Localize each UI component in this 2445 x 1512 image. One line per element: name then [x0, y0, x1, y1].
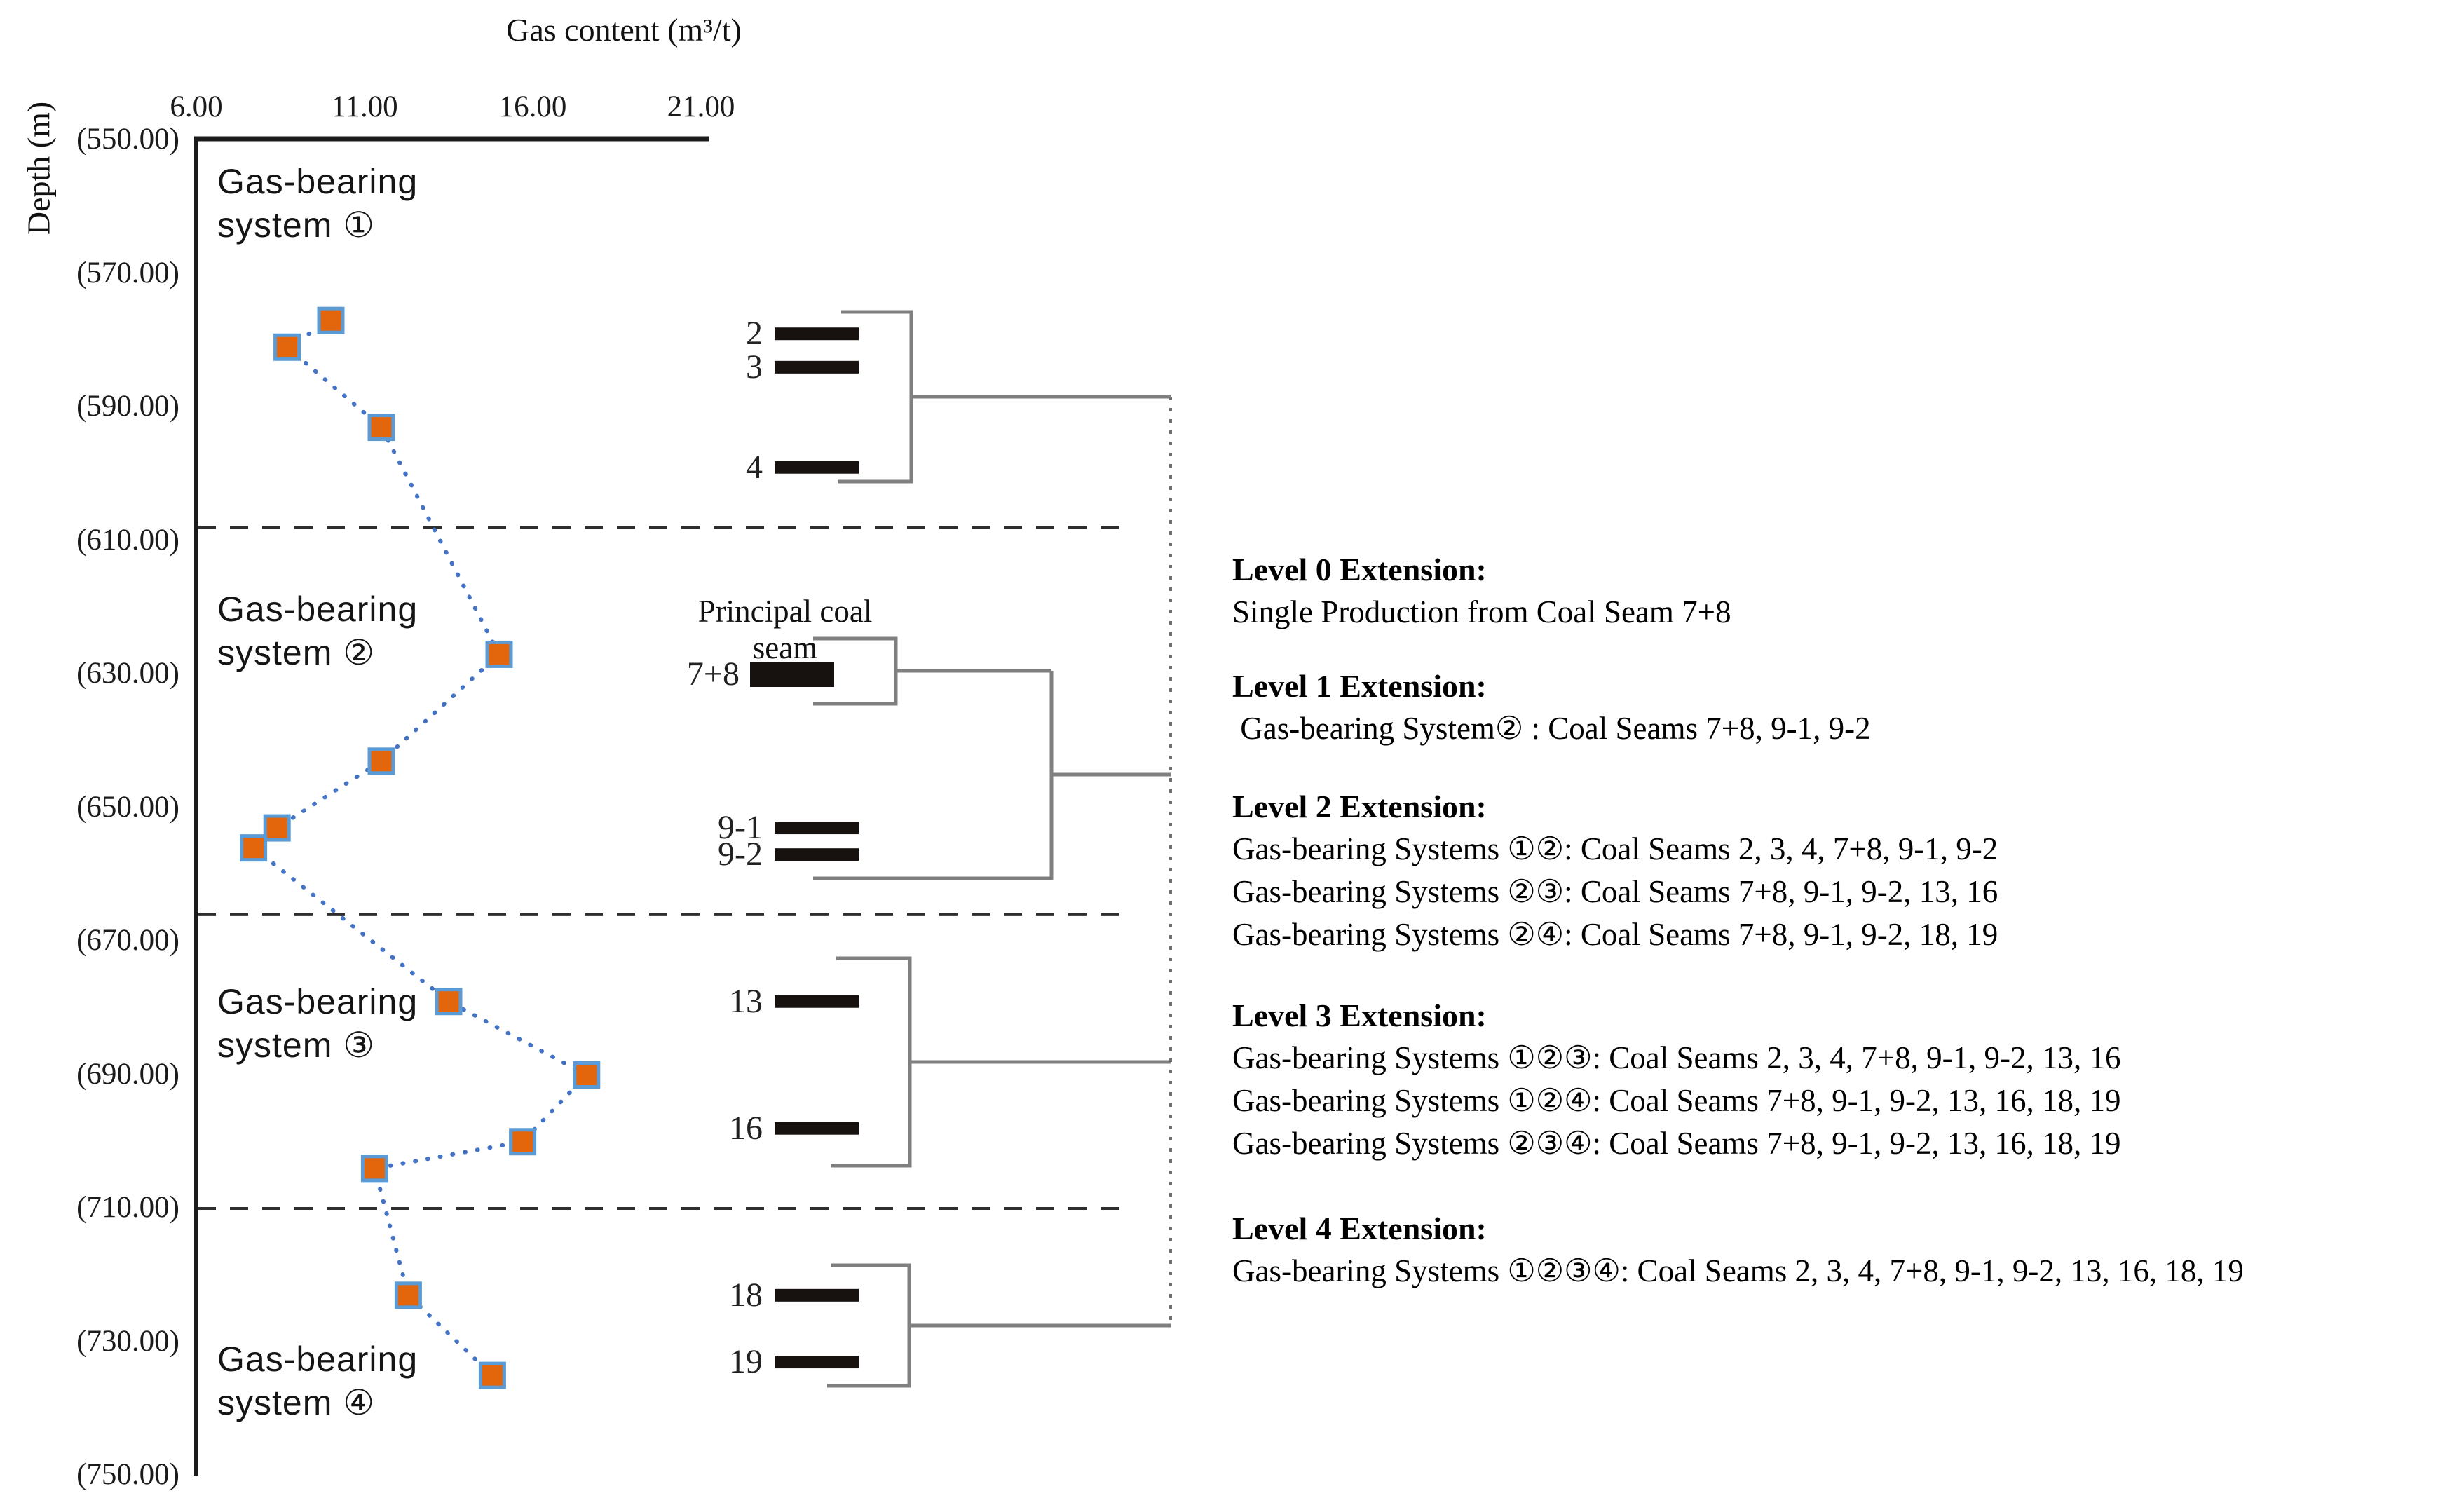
data-point-marker	[509, 1128, 537, 1156]
coal-seam-label-4: 4	[746, 448, 763, 486]
data-point-marker	[485, 640, 513, 668]
extension-note-heading: Level 2 Extension:	[1232, 789, 1487, 824]
extension-note-level-3: Level 3 Extension: Gas-bearing Systems ①②…	[1232, 994, 2424, 1165]
system-label-line2: system ①	[217, 205, 376, 245]
y-tick-label: (750.00)	[76, 1458, 179, 1491]
data-point-marker	[435, 988, 463, 1016]
coal-seam-bar	[775, 1122, 859, 1135]
data-point-marker	[263, 814, 291, 842]
y-tick-label: (570.00)	[76, 256, 179, 290]
data-point-marker	[394, 1281, 422, 1309]
coal-seam-label-7+8: 7+8	[686, 655, 740, 693]
gas-bearing-system-label-4: Gas-bearing system ④	[217, 1337, 610, 1424]
y-tick-label: (590.00)	[76, 390, 179, 423]
x-axis-title: Gas content (m³/t)	[506, 12, 742, 48]
extension-note-line: Gas-bearing Systems ②③④: Coal Seams 7+8,…	[1232, 1126, 2121, 1161]
extension-note-heading: Level 0 Extension:	[1232, 552, 1487, 587]
extension-note-level-2: Level 2 Extension: Gas-bearing Systems ①②…	[1232, 785, 2424, 956]
extension-note-line: Gas-bearing Systems ②③: Coal Seams 7+8, …	[1232, 874, 1998, 909]
extension-note-line: Gas-bearing Systems ①②④: Coal Seams 7+8,…	[1232, 1083, 2121, 1118]
data-point-marker	[273, 333, 301, 361]
coal-seam-label-19: 19	[729, 1343, 763, 1381]
coal-seam-bar-principal	[750, 662, 834, 687]
extension-note-line: Single Production from Coal Seam 7+8	[1232, 594, 1731, 629]
system-label-line1: Gas-bearing	[217, 982, 418, 1021]
system-label-line1: Gas-bearing	[217, 1340, 418, 1379]
x-tick-label: 6.00	[170, 90, 223, 123]
system-label-line2: system ②	[217, 633, 376, 672]
data-point-marker	[573, 1061, 601, 1089]
coal-seam-bar	[775, 822, 859, 835]
coal-seam-label-18: 18	[729, 1276, 763, 1314]
system-label-line2: system ④	[217, 1383, 376, 1422]
gas-bearing-system-label-1: Gas-bearing system ①	[217, 160, 610, 247]
extension-note-line: Gas-bearing Systems ②④: Coal Seams 7+8, …	[1232, 917, 1998, 952]
data-point-marker	[240, 834, 268, 862]
extension-note-level-4: Level 4 Extension: Gas-bearing Systems ①②…	[1232, 1207, 2424, 1293]
extension-note-line: Gas-bearing Systems ①②③④: Coal Seams 2, …	[1232, 1253, 2244, 1288]
data-point-marker	[367, 414, 395, 442]
extension-note-line: Gas-bearing System② : Coal Seams 7+8, 9-…	[1232, 711, 1871, 746]
system-label-line1: Gas-bearing	[217, 162, 418, 201]
y-tick-label: (650.00)	[76, 790, 179, 824]
data-point-marker	[317, 306, 345, 334]
extension-note-level-1: Level 1 Extension: Gas-bearing System② :…	[1232, 665, 2424, 750]
coal-seam-label-3: 3	[746, 348, 763, 386]
y-tick-label: (630.00)	[76, 657, 179, 690]
coal-seam-bar	[775, 360, 859, 374]
coal-seam-label-9-2: 9-2	[718, 836, 763, 873]
coal-seam-bar	[775, 995, 859, 1008]
y-tick-label: (550.00)	[76, 123, 179, 156]
y-tick-label: (610.00)	[76, 523, 179, 557]
x-tick-label: 11.00	[331, 90, 398, 123]
coal-seam-bar	[775, 1356, 859, 1369]
system-label-line2: system ③	[217, 1026, 376, 1065]
principal-coal-seam-title: Principal coal seam	[697, 594, 873, 665]
gas-bearing-system-label-3: Gas-bearing system ③	[217, 980, 610, 1067]
extension-note-level-0: Level 0 Extension: Single Production from…	[1232, 548, 2424, 634]
gas-bearing-system-label-2: Gas-bearing system ②	[217, 587, 610, 674]
coal-seam-label-13: 13	[729, 982, 763, 1020]
y-tick-label: (730.00)	[76, 1324, 179, 1358]
extension-note-heading: Level 3 Extension:	[1232, 997, 1487, 1033]
x-tick-label: 16.00	[498, 90, 567, 123]
x-tick-label: 21.00	[667, 90, 735, 123]
coal-seam-label-16: 16	[729, 1109, 763, 1147]
coal-seam-bar	[775, 461, 859, 474]
data-point-marker	[360, 1155, 388, 1183]
y-tick-label: (690.00)	[76, 1057, 179, 1091]
extension-note-line: Gas-bearing Systems ①②③: Coal Seams 2, 3…	[1232, 1040, 2121, 1075]
extension-note-line: Gas-bearing Systems ①②: Coal Seams 2, 3,…	[1232, 831, 1998, 866]
y-tick-label: (710.00)	[76, 1191, 179, 1224]
extension-note-heading: Level 1 Extension:	[1232, 668, 1487, 704]
y-tick-label: (670.00)	[76, 924, 179, 957]
gas-content-dotted-curve	[250, 318, 590, 1378]
data-point-marker	[478, 1361, 506, 1389]
coal-seam-label-2: 2	[746, 315, 763, 353]
data-point-marker	[367, 747, 395, 775]
coal-seam-bar	[775, 848, 859, 861]
system-label-line1: Gas-bearing	[217, 590, 418, 629]
coal-seam-bar	[775, 327, 859, 341]
extension-note-heading: Level 4 Extension:	[1232, 1211, 1487, 1246]
bracket-seams-7-8-9-1-9-2	[813, 671, 1054, 880]
coal-seam-bar	[775, 1288, 859, 1302]
coal-seam-label-9-1: 9-1	[718, 809, 763, 847]
